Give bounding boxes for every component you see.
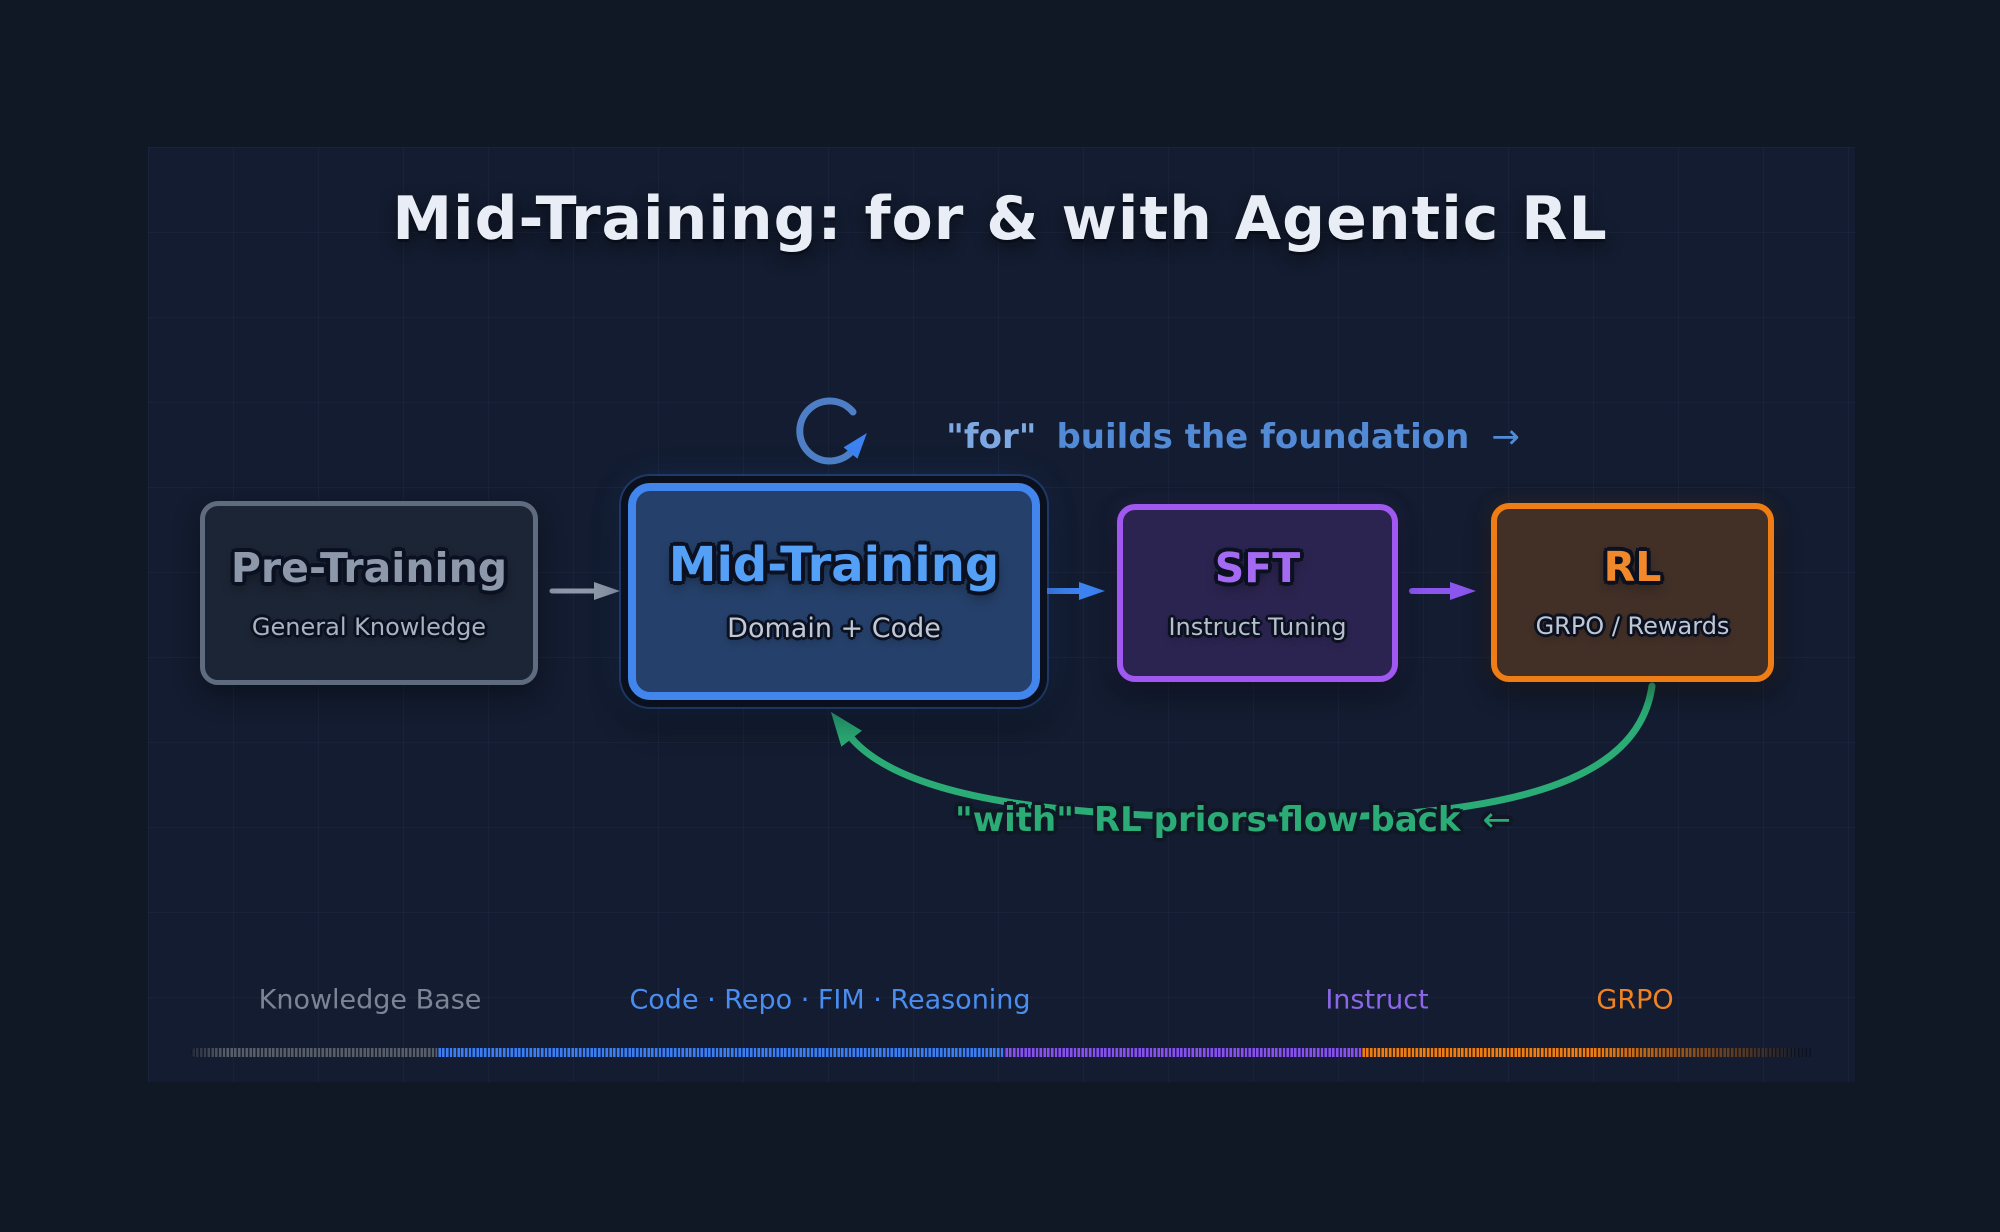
pipeline-gradient-bar bbox=[191, 1048, 1811, 1057]
stage-rl-title: RL bbox=[1603, 543, 1662, 591]
annotation-for-quoted: "for" bbox=[946, 417, 1037, 457]
bar-segment-sft bbox=[1004, 1048, 1361, 1057]
annotation-with-label: RL priors flow back bbox=[1093, 800, 1461, 840]
stage-pre-training: Pre-Training General Knowledge bbox=[200, 501, 538, 685]
timeline-label-grpo: GRPO bbox=[1596, 984, 1674, 1016]
stage-sft-subtitle: Instruct Tuning bbox=[1168, 612, 1347, 641]
stage-mid-title: Mid-Training bbox=[668, 537, 1000, 593]
stage-pre-subtitle: General Knowledge bbox=[251, 612, 487, 641]
stage-rl-subtitle: GRPO / Rewards bbox=[1535, 612, 1730, 640]
annotation-with-backward: "with" RL priors flow back ← bbox=[955, 800, 1511, 840]
bar-segment-pretraining bbox=[191, 1048, 437, 1057]
stage-sft-title: SFT bbox=[1214, 543, 1301, 592]
stage-mid-training: Mid-Training Domain + Code bbox=[628, 483, 1040, 700]
stage-sft: SFT Instruct Tuning bbox=[1117, 504, 1398, 682]
page-title: Mid-Training: for & with Agentic RL bbox=[392, 184, 1608, 254]
annotation-with-quoted: "with" bbox=[955, 800, 1074, 840]
bar-segment-rl bbox=[1361, 1048, 1811, 1057]
timeline-label-instruct: Instruct bbox=[1325, 984, 1429, 1016]
timeline-label-code-repo-fim-reasoning: Code · Repo · FIM · Reasoning bbox=[629, 984, 1031, 1016]
annotation-for-forward: "for" builds the foundation → bbox=[946, 417, 1520, 457]
timeline-label-knowledge-base: Knowledge Base bbox=[258, 984, 482, 1016]
left-arrow-glyph: ← bbox=[1482, 800, 1511, 840]
bar-segment-midtraining bbox=[437, 1048, 1004, 1057]
annotation-for-label: builds the foundation bbox=[1056, 417, 1470, 457]
stage-rl: RL GRPO / Rewards bbox=[1491, 503, 1774, 682]
right-arrow-glyph: → bbox=[1491, 417, 1520, 457]
stage-pre-title: Pre-Training bbox=[230, 543, 508, 592]
stage-mid-subtitle: Domain + Code bbox=[727, 613, 941, 644]
